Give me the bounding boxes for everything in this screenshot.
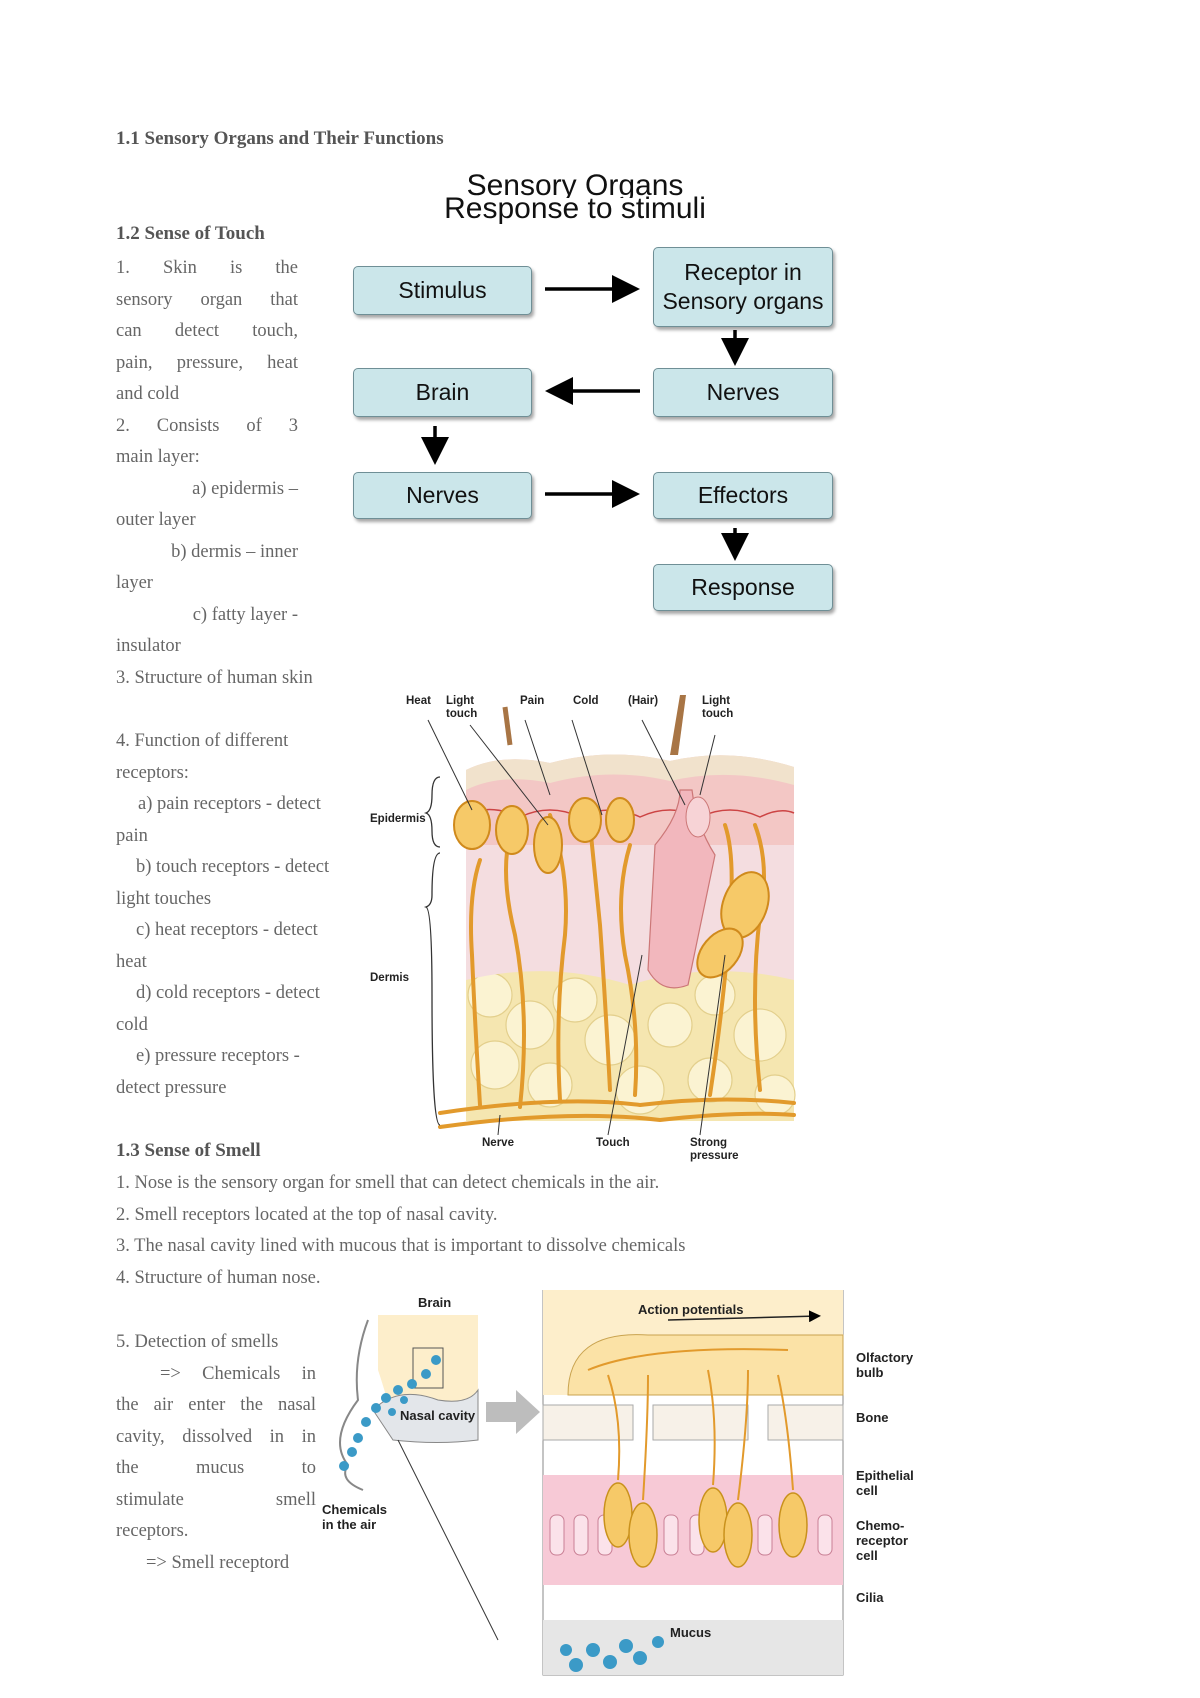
response-box: Response bbox=[653, 564, 833, 611]
receptor-list: 4. Function of different receptors: a) p… bbox=[116, 731, 330, 1098]
flowchart-title-top: Sensory Organs bbox=[466, 172, 684, 198]
flowchart-title: Response to stimuli bbox=[444, 192, 706, 225]
smell-detection-text: 5. Detection of smells => Chemicals in t… bbox=[116, 1332, 316, 1573]
label-cold: Cold bbox=[573, 695, 599, 707]
touch-paragraph-1: 1. Skin is the sensory organ that can de… bbox=[116, 258, 298, 656]
label-bone: Bone bbox=[856, 1410, 889, 1425]
flowchart-arrows bbox=[421, 275, 749, 561]
label-heat: Heat bbox=[406, 695, 431, 707]
brain-box: Brain bbox=[353, 368, 532, 417]
stimulus-box: Stimulus bbox=[353, 266, 532, 315]
response-flowchart: Sensory Organs Response to stimuli Stimu… bbox=[340, 160, 860, 620]
nose-illustration bbox=[339, 1290, 844, 1676]
nerves-box-1: Nerves bbox=[653, 368, 833, 417]
label-epidermis: Epidermis bbox=[370, 813, 426, 825]
skin-illustration bbox=[423, 695, 796, 1136]
smell-paragraphs: 1. Nose is the sensory organ for smell t… bbox=[116, 1173, 686, 1288]
label-hair: (Hair) bbox=[628, 695, 659, 707]
label-nerve: Nerve bbox=[482, 1137, 514, 1149]
effectors-box: Effectors bbox=[653, 472, 833, 519]
label-brain: Brain bbox=[418, 1295, 452, 1310]
section-heading-1-3: 1.3 Sense of Smell bbox=[116, 1140, 261, 1161]
nerves-box-2: Nerves bbox=[353, 472, 532, 519]
label-touch: Touch bbox=[596, 1137, 630, 1149]
label-cilia: Cilia bbox=[856, 1590, 884, 1605]
label-nasal-cavity: Nasal cavity bbox=[400, 1408, 476, 1423]
label-mucus: Mucus bbox=[670, 1625, 712, 1640]
label-action-potentials: Action potentials bbox=[638, 1302, 744, 1317]
label-dermis: Dermis bbox=[370, 972, 409, 984]
section-heading-1-2: 1.2 Sense of Touch bbox=[116, 223, 265, 244]
touch-paragraph-3: 3. Structure of human skin bbox=[116, 668, 313, 688]
section-heading-1-1: 1.1 Sensory Organs and Their Functions bbox=[116, 128, 444, 149]
label-pain: Pain bbox=[520, 695, 545, 707]
